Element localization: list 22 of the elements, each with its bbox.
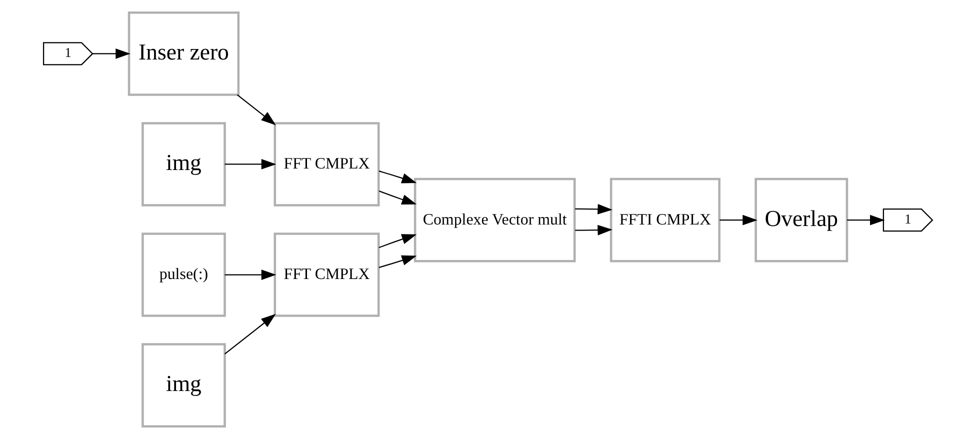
arrow — [378, 190, 416, 205]
node-box: FFT CMPLX — [273, 122, 380, 206]
arrow — [719, 214, 757, 226]
node-box: Overlap — [754, 178, 848, 262]
arrow — [224, 270, 276, 280]
node-box: FFT CMPLX — [273, 232, 380, 317]
arrow — [92, 48, 130, 59]
arrow — [378, 255, 416, 268]
node-box: img — [141, 343, 226, 428]
arrow — [224, 314, 276, 354]
arrow — [236, 94, 276, 126]
node-box: img — [141, 122, 226, 206]
node-box: pulse(:) — [141, 232, 226, 317]
node-box: FFTI CMPLX — [609, 178, 720, 262]
arrow — [378, 234, 416, 248]
arrow — [846, 214, 884, 226]
node-box: Inser zero — [127, 12, 240, 96]
arrow — [378, 170, 416, 184]
arrow — [574, 224, 612, 236]
arrow — [574, 204, 612, 214]
arrow — [224, 159, 276, 170]
node-box: Complexe Vector mult — [413, 178, 576, 262]
